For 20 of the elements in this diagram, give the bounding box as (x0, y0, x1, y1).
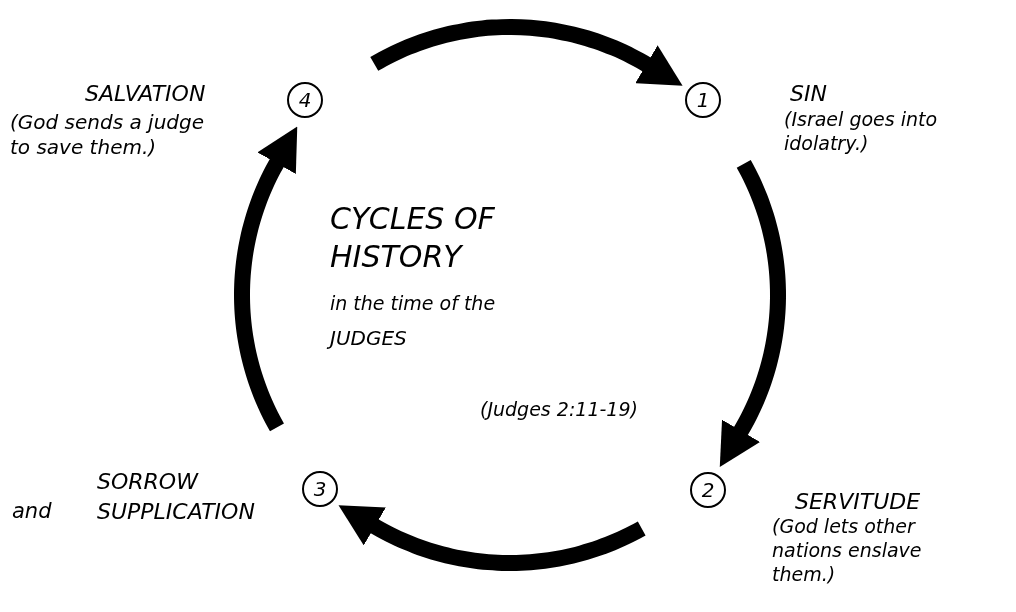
step-number: 2 (690, 472, 726, 508)
step-title: and (12, 498, 53, 525)
subtitle: in the time of the (330, 292, 497, 316)
cycle-arrow (719, 160, 786, 468)
cycle-arrow (370, 19, 683, 86)
step-title: SIN (790, 80, 828, 108)
step-title: SALVATION (85, 80, 207, 108)
step-description: (God sends a judge to save them.) (10, 110, 205, 160)
step-description: (God lets other nations enslave them.) (772, 515, 923, 587)
step-title: SERVITUDE (795, 488, 922, 516)
step-number: 3 (302, 471, 338, 507)
step-number: 4 (287, 82, 323, 118)
center-heading: CYCLES OF HISTORY (330, 200, 496, 275)
step-number: 1 (685, 82, 721, 118)
scripture-reference: (Judges 2:11-19) (480, 398, 639, 422)
step-title: SUPPLICATION (97, 498, 256, 526)
cycle-arrow (234, 126, 298, 432)
cycle-arrow (338, 505, 646, 571)
step-description: (Israel goes into idolatry.) (784, 108, 939, 156)
step-title: SORROW (97, 468, 200, 496)
